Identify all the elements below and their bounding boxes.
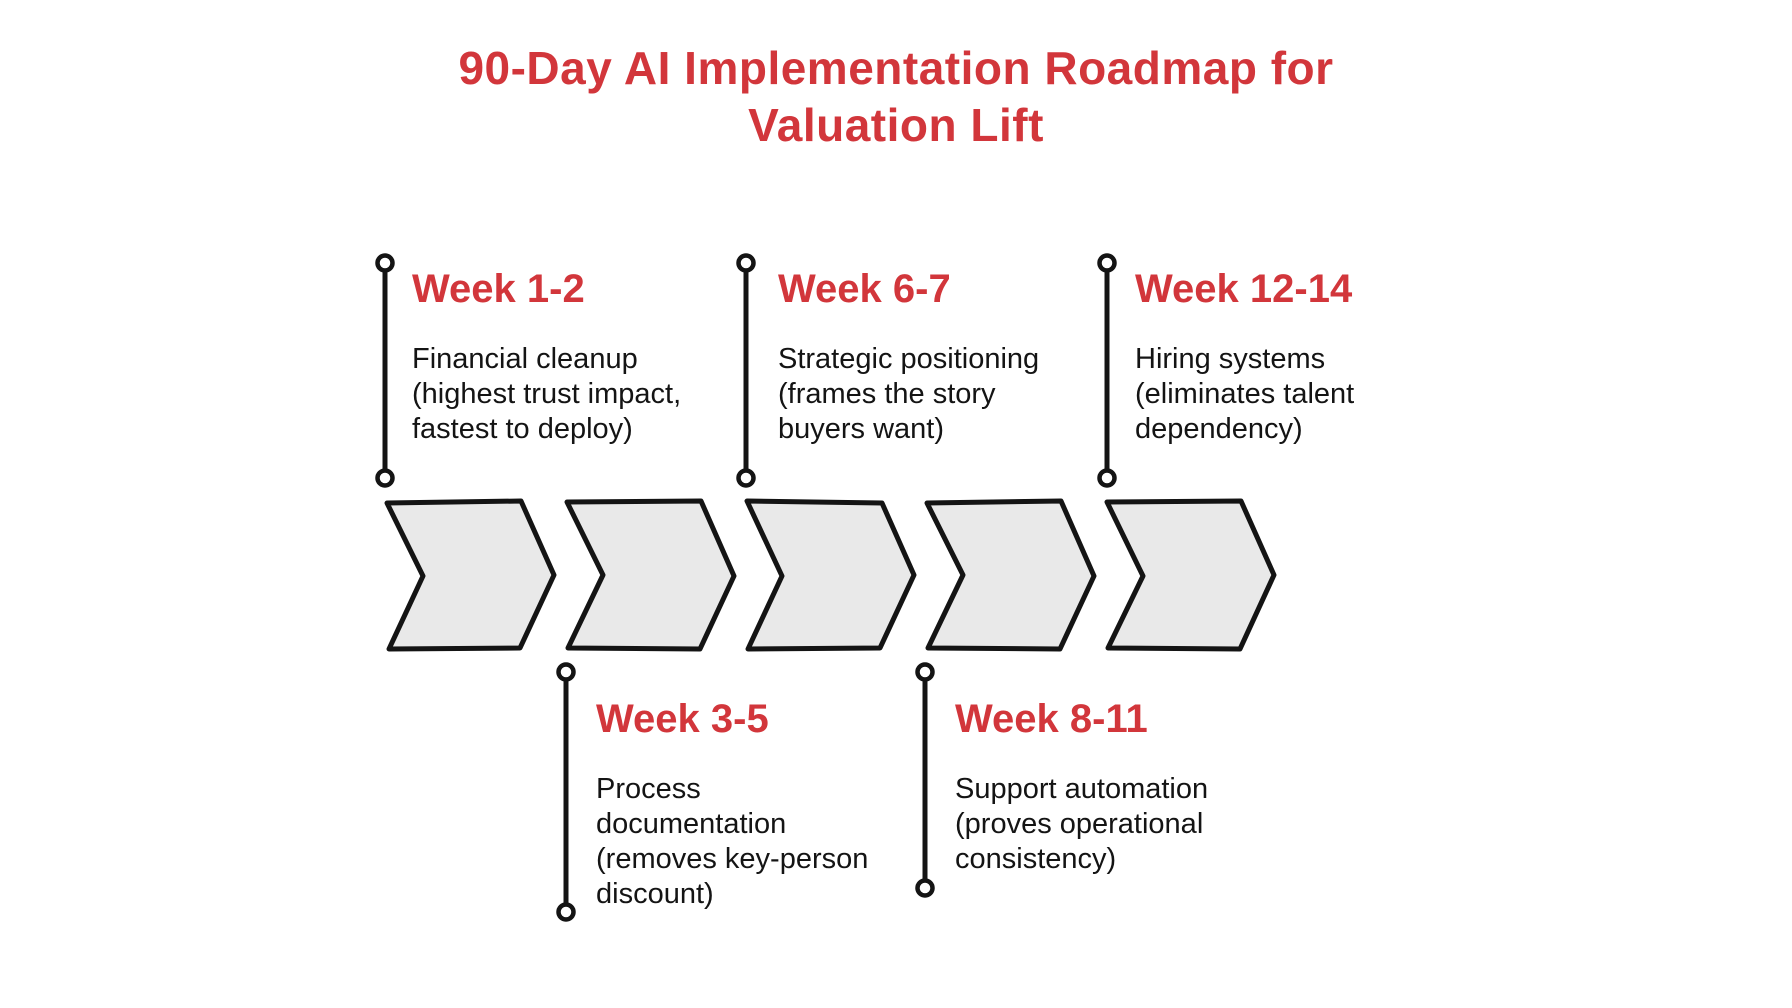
milestone-week-label: Week 12-14 (1135, 267, 1353, 311)
milestone-week-label: Week 3-5 (596, 697, 769, 741)
chevron-arrow-4 (924, 498, 1097, 652)
milestone-week-label: Week 6-7 (778, 267, 951, 311)
milestone-week-label: Week 8-11 (955, 697, 1148, 741)
connector-endpoint-dot (1097, 253, 1117, 273)
connector-endpoint-dot (1097, 468, 1117, 488)
milestone-connector-week-12-14 (1097, 253, 1117, 488)
milestone-week-1-2: Week 1-2 Financial cleanup (highest trus… (412, 266, 752, 447)
milestone-connector-week-8-11 (915, 662, 935, 898)
diagram-title: 90-Day AI Implementation Roadmap for Val… (458, 42, 1334, 151)
chevron-arrow-2 (564, 498, 737, 652)
milestone-description: Hiring systems (eliminates talent depend… (1135, 343, 1355, 445)
chevron-arrow-1 (384, 498, 557, 652)
milestone-week-3-5: Week 3-5 Process documentation (removes … (596, 696, 936, 912)
connector-endpoint-dot (915, 662, 935, 682)
connector-endpoint-dot (736, 468, 756, 488)
milestone-week-12-14: Week 12-14 Hiring systems (eliminates ta… (1135, 266, 1475, 447)
chevron-arrow-5 (1104, 498, 1277, 652)
milestone-week-6-7: Week 6-7 Strategic positioning (frames t… (778, 266, 1118, 447)
milestone-week-8-11: Week 8-11 Support automation (proves ope… (955, 696, 1295, 877)
milestone-connector-week-6-7 (736, 253, 756, 488)
milestone-week-label: Week 1-2 (412, 267, 585, 311)
connector-endpoint-dot (375, 468, 395, 488)
milestone-description: Process documentation (removes key-perso… (596, 773, 869, 910)
connector-endpoint-dot (556, 662, 576, 682)
chevron-arrow-3 (744, 498, 917, 652)
connector-endpoint-dot (915, 878, 935, 898)
process-arrow-band (384, 498, 1277, 652)
milestone-connector-week-3-5 (556, 662, 576, 922)
connector-endpoint-dot (375, 253, 395, 273)
connector-endpoint-dot (556, 902, 576, 922)
milestone-description: Financial cleanup (highest trust impact,… (412, 343, 682, 445)
milestone-description: Support automation (proves operational c… (955, 773, 1209, 875)
connector-endpoint-dot (736, 253, 756, 273)
milestone-description: Strategic positioning (frames the story … (778, 343, 1040, 445)
milestone-connector-week-1-2 (375, 253, 395, 488)
